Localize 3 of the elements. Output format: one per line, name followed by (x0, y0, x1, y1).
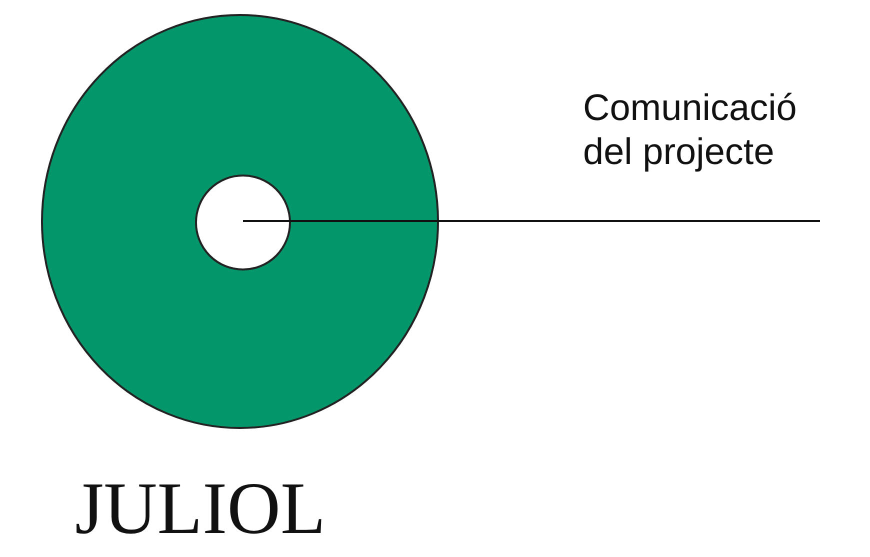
callout-text: Comunicació del projecte (583, 86, 798, 174)
month-label: JULIOL (75, 472, 326, 546)
leader-line (243, 220, 820, 222)
